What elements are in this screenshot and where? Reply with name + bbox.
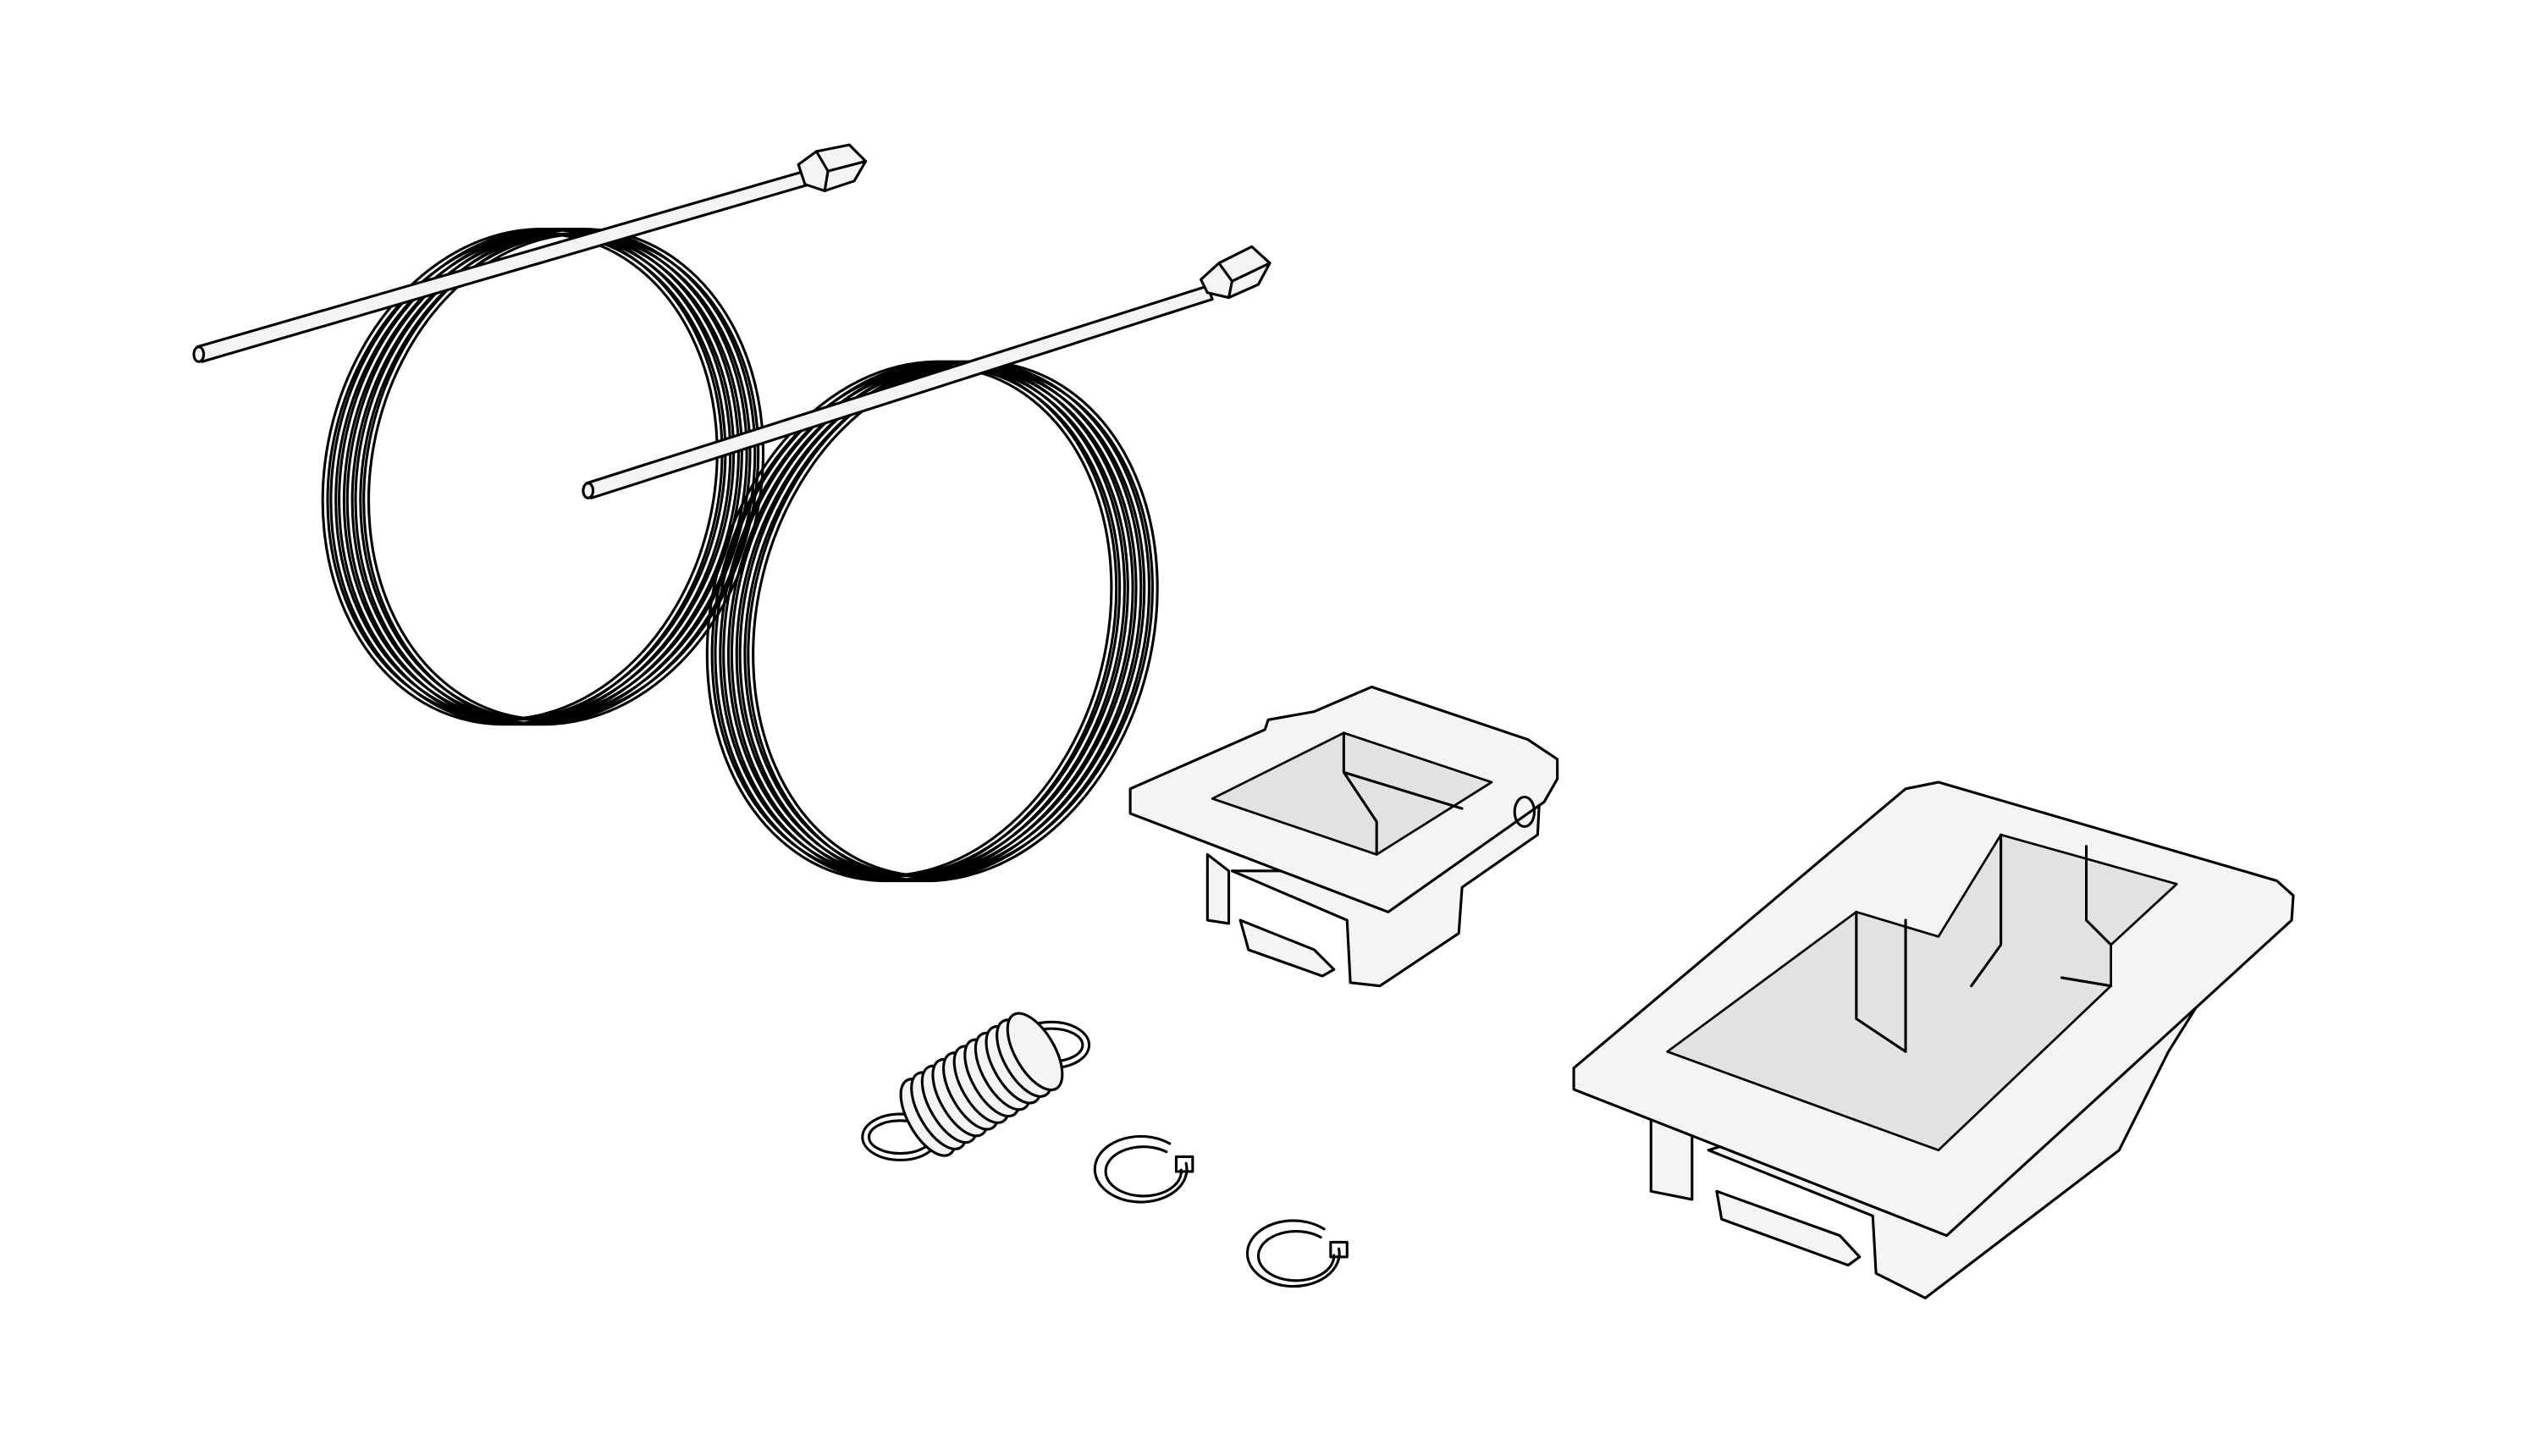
- coil-turn: [345, 227, 748, 726]
- spring-coil: [1006, 1012, 1064, 1092]
- cable-coil-right: [705, 360, 1159, 883]
- large-housing: [1572, 780, 2295, 1299]
- cable-end-nut-left: [797, 143, 868, 192]
- coil-turn: [342, 232, 736, 721]
- retaining-clip-1: [1093, 1134, 1194, 1204]
- small-housing: [1128, 685, 1559, 988]
- coil-turn: [752, 365, 1154, 878]
- retaining-clip-2: [1245, 1219, 1349, 1288]
- coil-turn: [362, 227, 765, 726]
- coil-turn: [338, 227, 740, 726]
- coil-turn: [354, 227, 757, 726]
- coil-turn: [329, 227, 732, 726]
- coil-turn: [738, 360, 1151, 883]
- cable-wire-right: [582, 245, 1272, 499]
- tension-spring: [861, 1012, 1091, 1161]
- coil-turn: [350, 232, 743, 721]
- coil-turn: [321, 227, 724, 726]
- cable-wire-left: [192, 143, 868, 363]
- coil-turn: [747, 360, 1159, 883]
- cable-end-nut-right: [1200, 245, 1272, 300]
- coil-turn: [743, 365, 1146, 878]
